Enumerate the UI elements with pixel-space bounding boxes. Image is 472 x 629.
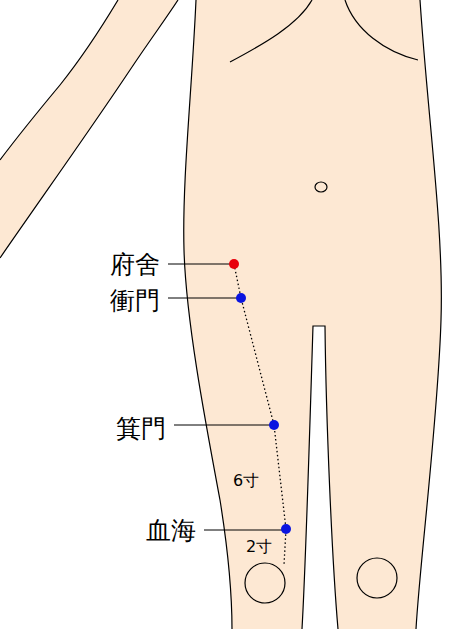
leader-line xyxy=(168,298,237,299)
leader-line xyxy=(204,530,282,531)
leader-line xyxy=(174,425,270,426)
point-name: 箕門 xyxy=(116,416,166,441)
acupoint-red xyxy=(229,259,239,269)
chest-line xyxy=(230,0,312,62)
acupoint-blue xyxy=(281,524,291,534)
body-edge xyxy=(416,0,441,629)
navel xyxy=(315,182,327,192)
leader-line xyxy=(168,264,230,265)
arm xyxy=(0,0,178,258)
arm-edge xyxy=(0,0,118,160)
knee xyxy=(245,563,285,603)
knee xyxy=(357,558,397,598)
acupoint-blue xyxy=(236,293,246,303)
distance-label: 6寸 xyxy=(232,473,260,489)
body xyxy=(184,0,442,629)
meridian-line xyxy=(234,264,286,565)
point-name: 血海 xyxy=(146,518,196,543)
acupoint-blue xyxy=(269,420,279,430)
distance-label: 2寸 xyxy=(245,539,273,555)
point-name: 衝門 xyxy=(110,288,160,313)
leg-gap xyxy=(302,326,338,629)
arm-edge xyxy=(0,0,178,258)
point-name: 府舍 xyxy=(110,252,160,277)
chest-line xyxy=(345,0,418,60)
